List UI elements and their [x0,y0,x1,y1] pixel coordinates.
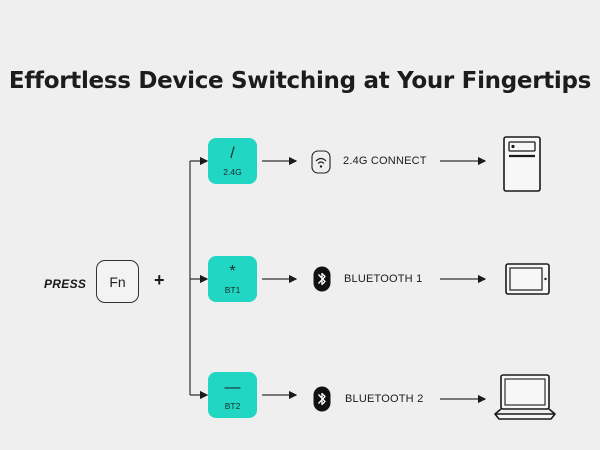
key-symbol: — [224,378,241,396]
press-label: PRESS [44,277,87,291]
key-bt2: — BT2 [208,372,257,418]
page-title: Effortless Device Switching at Your Fing… [8,68,592,94]
desktop-tower-icon [503,136,541,192]
wifi-icon [311,150,331,174]
key-bt1: * BT1 [208,256,257,302]
fn-key: Fn [96,260,139,303]
mode-label: 2.4G CONNECT [343,155,427,167]
plus-sign: + [154,270,165,290]
laptop-icon [494,374,556,420]
bluetooth-icon [313,266,331,292]
key-label: BT2 [224,400,241,411]
bluetooth-icon [313,386,331,412]
mode-label: BLUETOOTH 1 [344,273,423,285]
tablet-icon [505,263,550,295]
mode-label: BLUETOOTH 2 [345,393,424,405]
key-label: BT1 [224,284,241,295]
key-2-4g: / 2.4G [208,138,257,184]
key-symbol: * [229,262,236,280]
key-label: 2.4G [223,166,242,177]
key-symbol: / [230,144,235,162]
